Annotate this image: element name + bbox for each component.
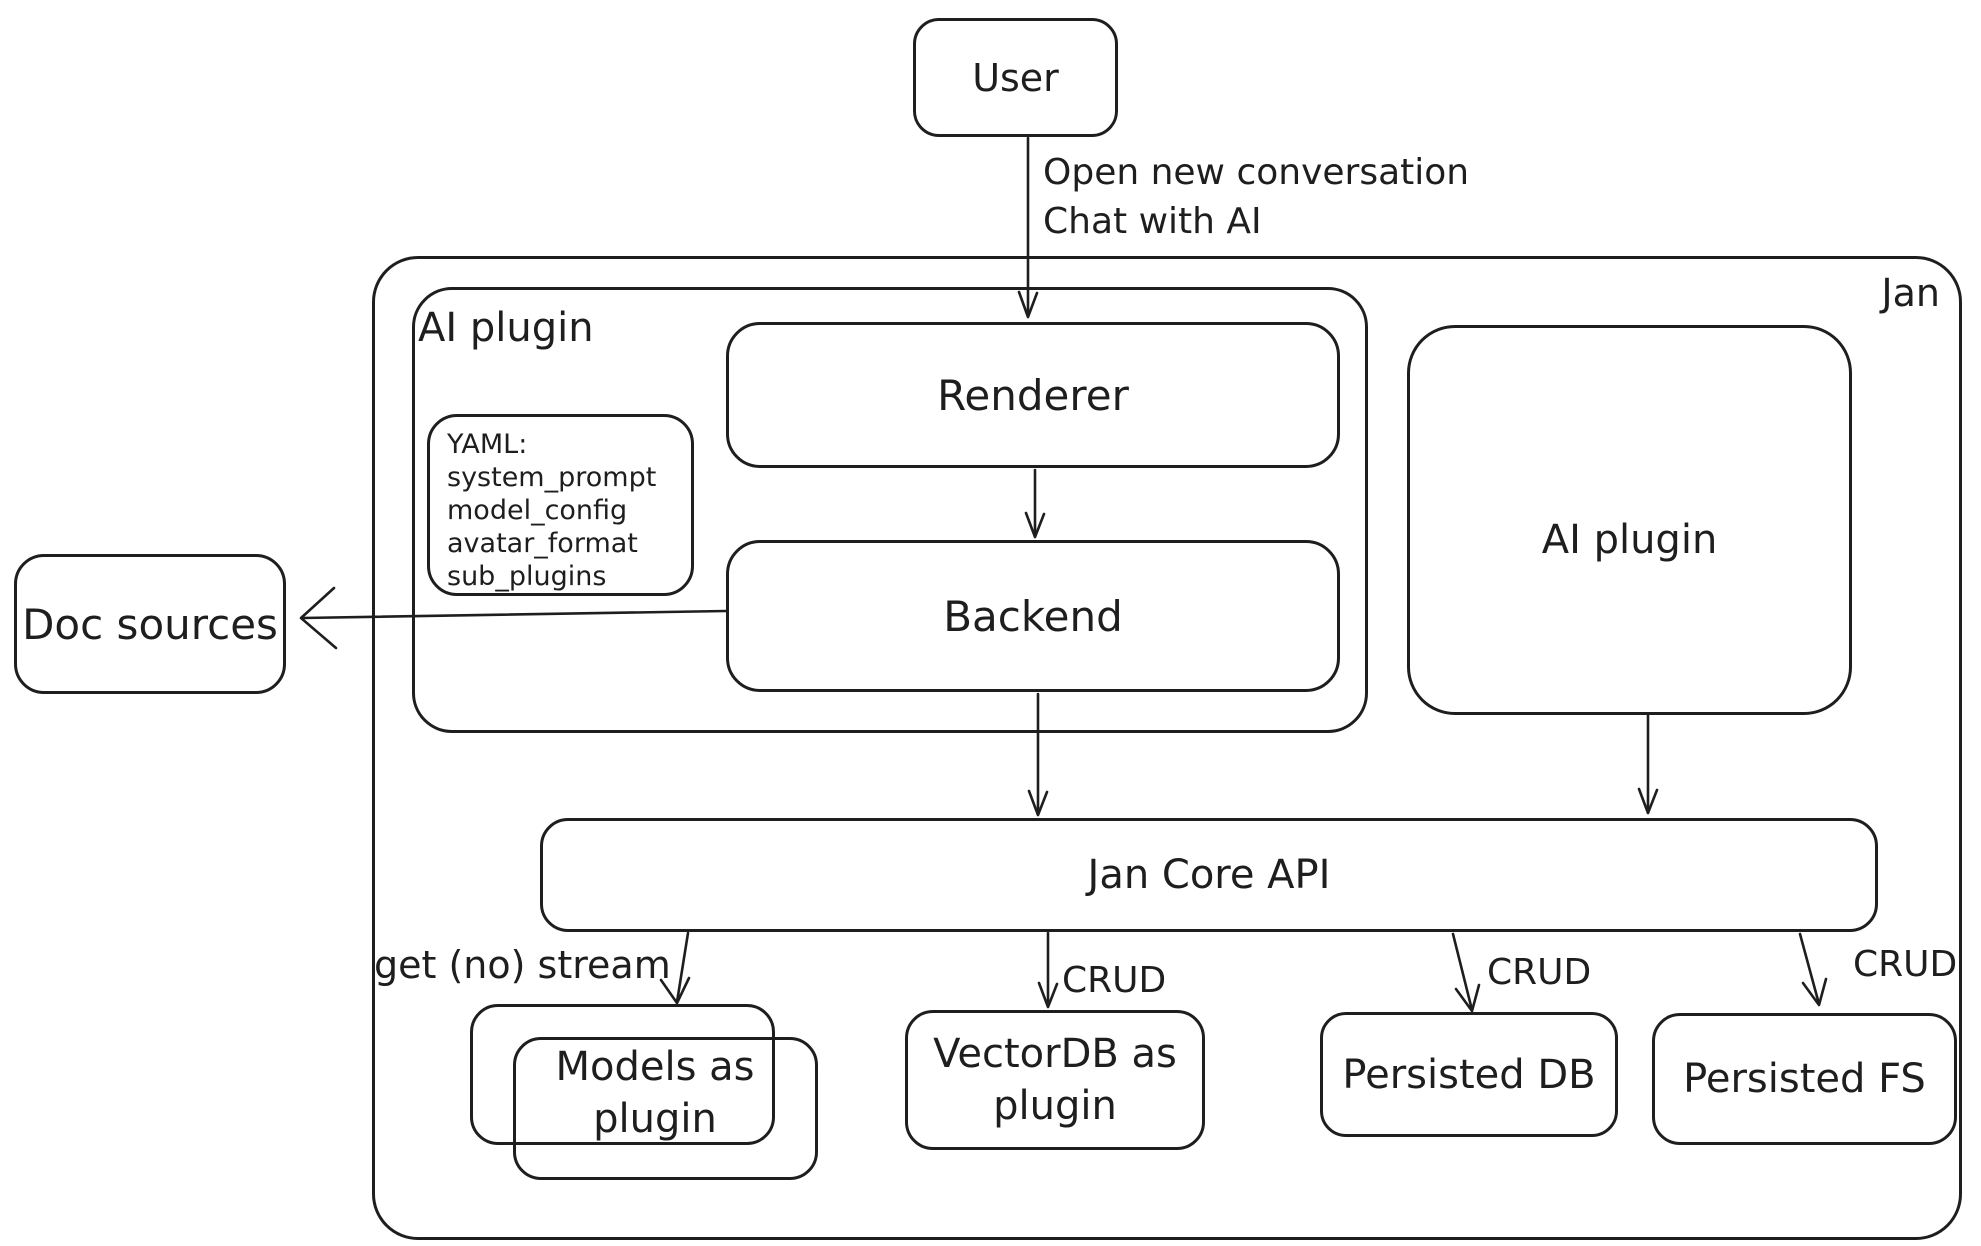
user-node bbox=[913, 18, 1118, 137]
arrow-jan-core-api-to-models-plugin bbox=[659, 931, 691, 1005]
yaml-note-line-avatar-format: avatar_format bbox=[447, 528, 638, 559]
user-label: User bbox=[972, 55, 1059, 100]
renderer-label: Renderer bbox=[937, 370, 1129, 420]
backend-label: Backend bbox=[943, 591, 1123, 641]
yaml-note-line-sub-plugins: sub_plugins bbox=[447, 561, 607, 592]
doc-sources-label: Doc sources bbox=[22, 599, 278, 649]
vectordb-plugin-node bbox=[905, 1010, 1205, 1150]
models-plugin-node-front bbox=[513, 1037, 818, 1180]
ai-plugin-container-label: AI plugin bbox=[418, 305, 594, 351]
jan-label: Jan bbox=[1881, 271, 1940, 315]
yaml-note-line-title: YAML: bbox=[447, 429, 528, 460]
jan-core-api-node bbox=[540, 818, 1878, 932]
arrow-renderer-to-backend bbox=[1024, 468, 1046, 539]
jan-core-api-label: Jan Core API bbox=[1087, 852, 1331, 898]
persisted-db-label: Persisted DB bbox=[1342, 1051, 1596, 1098]
models-plugin-label: Models as plugin bbox=[555, 1044, 755, 1142]
arrow-ai-plugin-to-jan-core-api bbox=[1637, 713, 1659, 815]
jan-container bbox=[372, 256, 1962, 1240]
doc-sources-node bbox=[14, 554, 286, 694]
arrow-backend-to-doc-sources bbox=[299, 586, 728, 650]
arrow-jan-core-api-to-persisted-fs bbox=[1798, 932, 1828, 1007]
persisted-fs-node bbox=[1652, 1013, 1957, 1145]
backend-node bbox=[726, 540, 1340, 692]
vectordb-plugin-label: VectorDB as plugin bbox=[933, 1031, 1177, 1129]
models-plugin-node-back bbox=[470, 1004, 775, 1145]
arrow-jan-core-api-to-vectordb bbox=[1037, 931, 1059, 1009]
crud-label-persisted-db: CRUD bbox=[1487, 952, 1592, 993]
user-arrow-caption-line1: Open new conversation bbox=[1043, 152, 1470, 193]
crud-label-persisted-fs: CRUD bbox=[1853, 944, 1958, 985]
crud-label-vectordb: CRUD bbox=[1062, 960, 1167, 1001]
ai-plugin-node bbox=[1407, 325, 1852, 715]
persisted-fs-label: Persisted FS bbox=[1683, 1056, 1926, 1102]
user-arrow-caption-line2: Chat with AI bbox=[1043, 201, 1262, 242]
yaml-note-line-system-prompt: system_prompt bbox=[447, 462, 657, 493]
arrow-jan-core-api-to-persisted-db bbox=[1451, 932, 1481, 1013]
ai-plugin-container bbox=[412, 287, 1368, 733]
yaml-note bbox=[427, 414, 694, 596]
arrow-user-to-renderer bbox=[1017, 136, 1039, 319]
arrow-backend-to-jan-core-api bbox=[1027, 692, 1049, 817]
yaml-note-line-model-config: model_config bbox=[447, 495, 628, 526]
persisted-db-node bbox=[1320, 1012, 1618, 1137]
get-no-stream-label: get (no) stream bbox=[374, 943, 671, 987]
renderer-node bbox=[726, 322, 1340, 468]
ai-plugin-node-label: AI plugin bbox=[1541, 517, 1718, 563]
